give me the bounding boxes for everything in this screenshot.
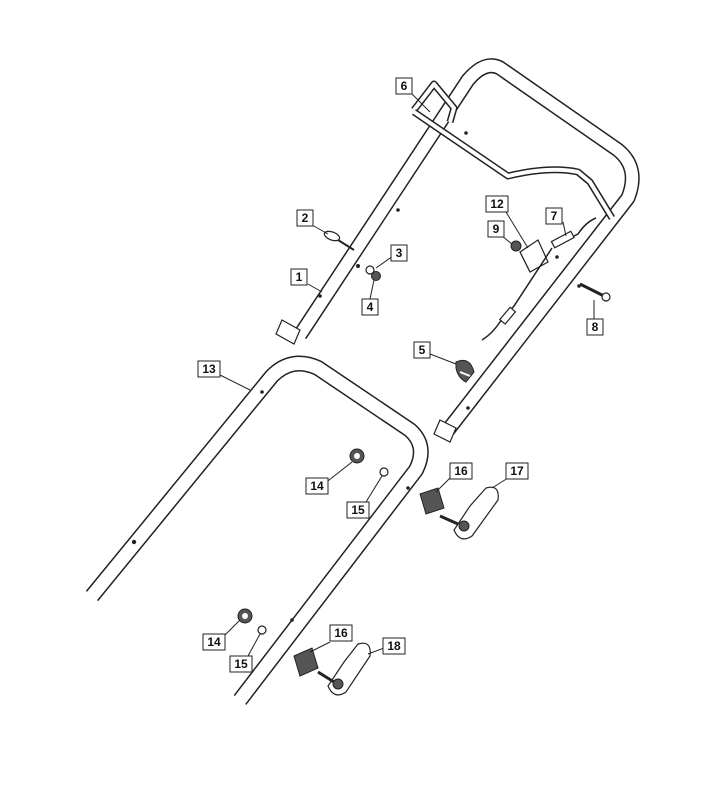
svg-text:14: 14 [310, 479, 324, 493]
bolt [579, 282, 611, 302]
svg-text:1: 1 [296, 270, 303, 284]
callout-7: 7 [545, 207, 563, 225]
cable-holder [519, 239, 549, 273]
cable-guide-clip [455, 359, 475, 383]
svg-text:15: 15 [351, 503, 365, 517]
callout-13: 13 [197, 360, 221, 378]
callout-17: 17 [505, 462, 529, 480]
leader-lines [219, 91, 595, 657]
washer [365, 265, 375, 275]
svg-text:15: 15 [234, 657, 248, 671]
svg-text:2: 2 [302, 211, 309, 225]
clamp-block-upper [419, 487, 445, 515]
upper-handle-end-left [275, 319, 301, 345]
svg-text:6: 6 [401, 79, 408, 93]
callout-14-upper: 14 [305, 477, 329, 495]
svg-text:9: 9 [493, 222, 500, 236]
svg-text:14: 14 [207, 635, 221, 649]
svg-text:3: 3 [396, 246, 403, 260]
svg-text:5: 5 [419, 343, 426, 357]
callout-4: 4 [361, 298, 379, 316]
callout-14-lower: 14 [202, 633, 226, 651]
nut-9 [510, 240, 522, 252]
svg-text:8: 8 [592, 320, 599, 334]
drive-cable [481, 217, 597, 341]
cable-clip [323, 230, 355, 251]
callout-16-lower: 16 [329, 624, 353, 642]
control-bail [411, 80, 615, 220]
nut [371, 271, 381, 281]
svg-text:16: 16 [334, 626, 348, 640]
callout-16-upper: 16 [449, 462, 473, 480]
svg-text:12: 12 [490, 197, 504, 211]
svg-text:13: 13 [202, 362, 216, 376]
clamp-block-lower [293, 647, 319, 677]
callout-2: 2 [296, 209, 314, 227]
svg-text:18: 18 [387, 639, 401, 653]
quick-release-lever-17 [439, 486, 499, 540]
callout-12: 12 [485, 195, 509, 213]
callout-8: 8 [586, 318, 604, 336]
svg-text:17: 17 [510, 464, 524, 478]
washer-upper [379, 467, 389, 477]
callout-9: 9 [487, 220, 505, 238]
svg-text:16: 16 [454, 464, 468, 478]
star-knob-lower [237, 608, 253, 624]
callout-6: 6 [395, 77, 413, 95]
callout-15-lower: 15 [229, 655, 253, 673]
lower-handle [85, 355, 429, 707]
callout-1: 1 [290, 268, 308, 286]
callout-3: 3 [390, 244, 408, 262]
quick-release-lever-18 [317, 642, 371, 696]
svg-text:7: 7 [551, 209, 558, 223]
callout-5: 5 [413, 341, 431, 359]
washer-lower [257, 625, 267, 635]
upper-handle [275, 58, 640, 443]
callout-18: 18 [382, 637, 406, 655]
svg-text:4: 4 [367, 300, 374, 314]
upper-handle-end-right [433, 419, 457, 443]
callout-15-upper: 15 [346, 501, 370, 519]
star-knob-upper [349, 448, 365, 464]
